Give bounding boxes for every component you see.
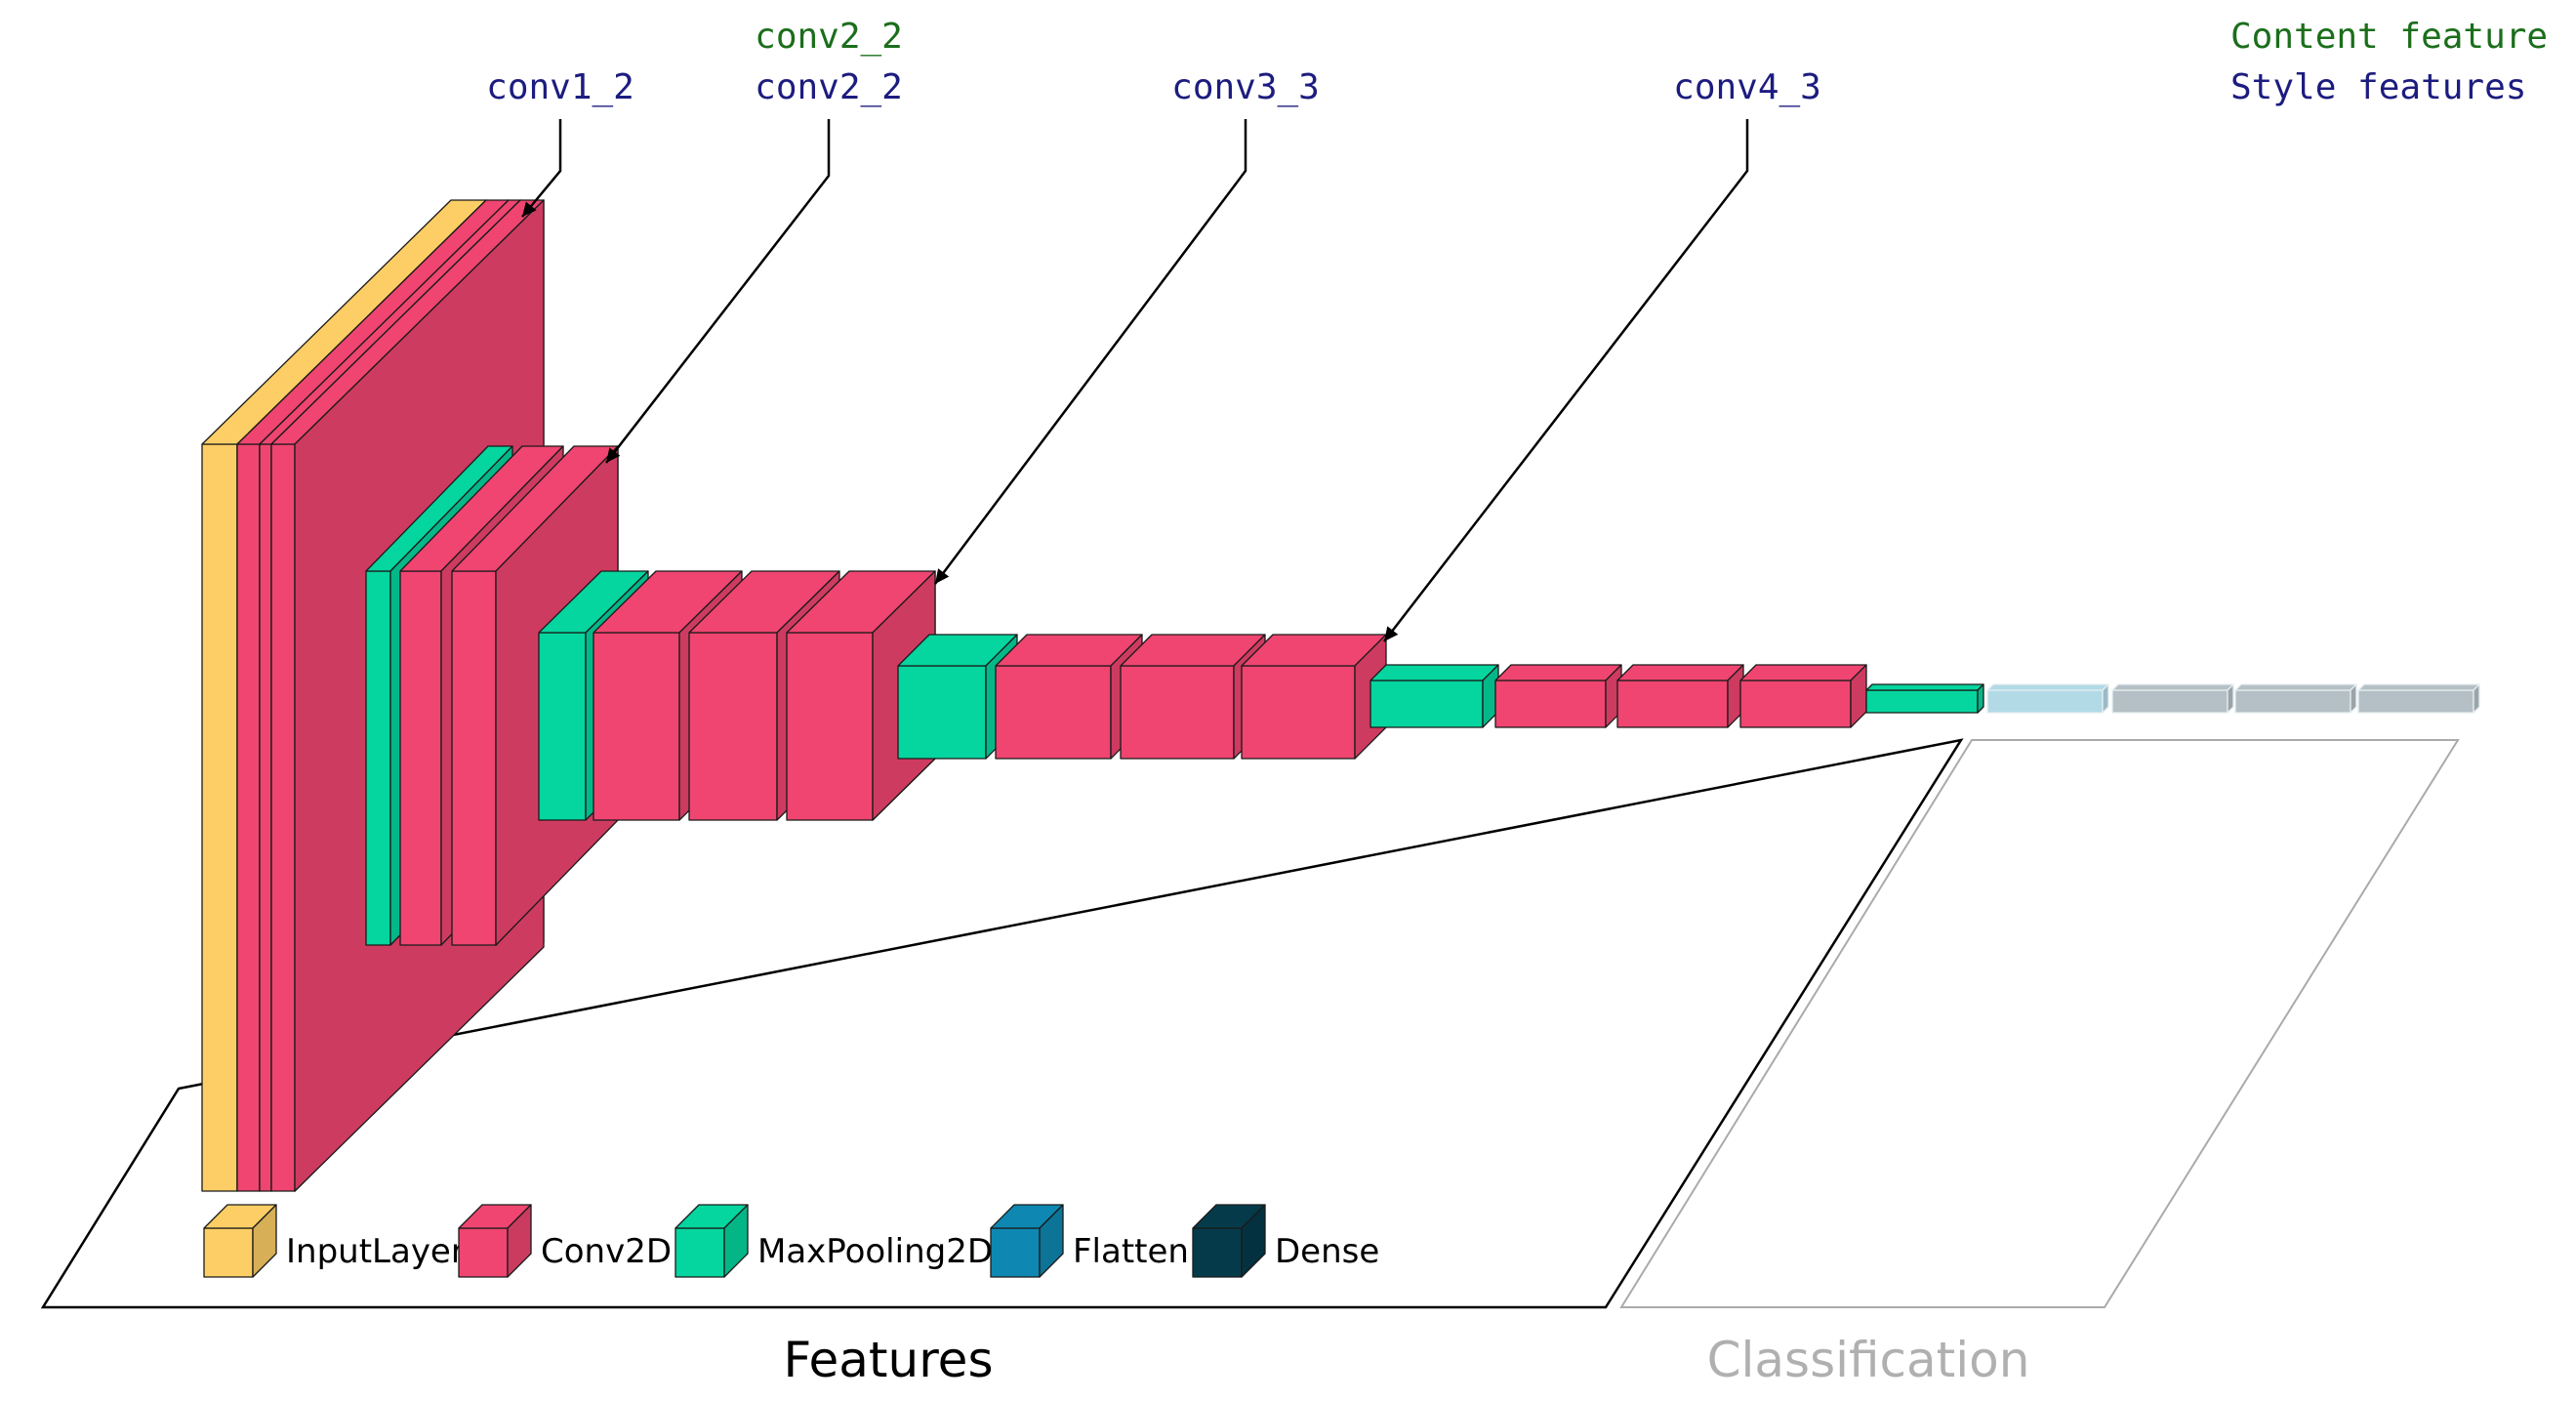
dense-cube-icon-side: [1241, 1204, 1266, 1278]
legend-item-dense: Dense: [1192, 1204, 1379, 1278]
conv2-1-layer-front: [399, 570, 442, 946]
dense-3-layer-faded-side: [2473, 683, 2480, 714]
conv4-3-arrow: [1383, 119, 1749, 642]
pool3-layer-front: [897, 665, 987, 760]
conv1-2a-layer-front: [259, 443, 272, 1192]
flatten-layer-faded-top: [1986, 683, 2109, 691]
classification-plane: [1619, 739, 2460, 1308]
conv4-3-layer-front: [1241, 665, 1356, 760]
conv4-3-label: conv4_3: [1673, 67, 1821, 107]
flatten-layer-faded-side: [2102, 683, 2109, 714]
layer-stack: [201, 199, 2480, 1192]
conv2d-cube-icon: [458, 1204, 532, 1278]
dense-1-layer-faded-front: [2111, 689, 2228, 714]
conv3-2-layer-front: [688, 632, 778, 821]
features-plane: [40, 738, 1964, 1309]
classification-section-title: Classification: [1707, 1332, 2030, 1388]
pool5-layer-top: [1865, 683, 1984, 691]
input-layer-cube-icon-side: [252, 1204, 277, 1278]
legend-label-flatten: Flatten: [1073, 1232, 1189, 1271]
legend-item-flatten: Flatten: [990, 1204, 1189, 1278]
flatten-cube-icon: [990, 1204, 1064, 1278]
conv2-2-layer-front: [451, 570, 497, 946]
conv5-2-layer-front: [1616, 680, 1729, 728]
legend-label-conv: Conv2D: [541, 1232, 672, 1271]
pool5-layer-front: [1865, 689, 1979, 714]
dense-3-layer-faded-front: [2357, 689, 2474, 714]
conv2d-cube-icon-front: [458, 1227, 509, 1278]
conv3-3-arrow: [934, 119, 1247, 585]
pool4-layer-top: [1370, 664, 1499, 681]
pool5-layer: [1865, 683, 1984, 714]
annotation-arrows: [521, 119, 1749, 642]
dense-2-layer-faded: [2234, 683, 2357, 714]
conv5-1-layer-top: [1494, 664, 1622, 681]
conv3-3-layer-front: [786, 632, 874, 821]
dense-2-layer-faded-side: [2350, 683, 2357, 714]
pool5-layer-side: [1977, 683, 1984, 714]
dense-1-layer-faded-side: [2227, 683, 2234, 714]
conv1-2-layer-front: [270, 443, 296, 1192]
flatten-layer-faded: [1986, 683, 2109, 714]
pool2-layer-front: [538, 632, 587, 821]
flatten-layer-faded-front: [1986, 689, 2104, 714]
maxpooling2d-cube-icon-side: [723, 1204, 749, 1278]
dense-3-layer-faded-top: [2357, 683, 2480, 691]
conv4-3-layer: [1241, 634, 1387, 760]
conv4-2-layer-front: [1120, 665, 1235, 760]
conv5-1-layer-front: [1494, 680, 1607, 728]
features-section-title: Features: [784, 1332, 994, 1388]
dense-cube-icon: [1192, 1204, 1266, 1278]
legend-item-conv: Conv2D: [458, 1204, 672, 1278]
conv2-2-style-label: conv2_2: [755, 67, 903, 107]
dense-2-layer-faded-front: [2234, 689, 2351, 714]
conv1-1-layer-front: [236, 443, 261, 1192]
conv3-1-layer-front: [593, 632, 680, 821]
conv2-2-content-label: conv2_2: [755, 17, 903, 57]
maxpooling2d-cube-icon: [675, 1204, 749, 1278]
dense-1-layer-faded-top: [2111, 683, 2234, 691]
legend: InputLayer Conv2D MaxPooling2D Flatten Dense: [203, 1204, 1379, 1278]
conv5-2-layer-top: [1616, 664, 1744, 681]
conv5-2-layer: [1616, 664, 1744, 728]
input-layer-front: [201, 443, 238, 1192]
maxpooling2d-cube-icon-front: [675, 1227, 725, 1278]
content-feature-header: Content feature: [2230, 17, 2548, 57]
legend-label-input: InputLayer: [286, 1232, 465, 1271]
conv5-3-layer: [1739, 664, 1867, 728]
legend-label-pool: MaxPooling2D: [757, 1232, 993, 1271]
pool4-layer: [1370, 664, 1499, 728]
dense-3-layer-faded: [2357, 683, 2480, 714]
conv4-1-layer-front: [995, 665, 1112, 760]
conv5-3-layer-top: [1739, 664, 1867, 681]
legend-label-dense: Dense: [1275, 1232, 1379, 1271]
dense-cube-icon-front: [1192, 1227, 1243, 1278]
flatten-cube-icon-side: [1039, 1204, 1064, 1278]
flatten-cube-icon-front: [990, 1227, 1041, 1278]
pool1-layer-front: [365, 570, 391, 946]
conv1-2-label: conv1_2: [486, 67, 634, 107]
conv5-1-layer: [1494, 664, 1622, 728]
conv3-3-label: conv3_3: [1171, 67, 1320, 107]
input-layer-cube-icon: [203, 1204, 277, 1278]
input-layer-cube-icon-front: [203, 1227, 254, 1278]
legend-item-input: InputLayer: [203, 1204, 465, 1278]
legend-item-pool: MaxPooling2D: [675, 1204, 993, 1278]
pool4-layer-front: [1370, 680, 1484, 728]
conv1-2-arrow: [521, 119, 562, 218]
dense-1-layer-faded: [2111, 683, 2234, 714]
conv2d-cube-icon-side: [507, 1204, 532, 1278]
conv5-3-layer-front: [1739, 680, 1852, 728]
conv2-2-arrow: [605, 119, 831, 464]
style-features-header: Style features: [2230, 67, 2526, 107]
dense-2-layer-faded-top: [2234, 683, 2357, 691]
